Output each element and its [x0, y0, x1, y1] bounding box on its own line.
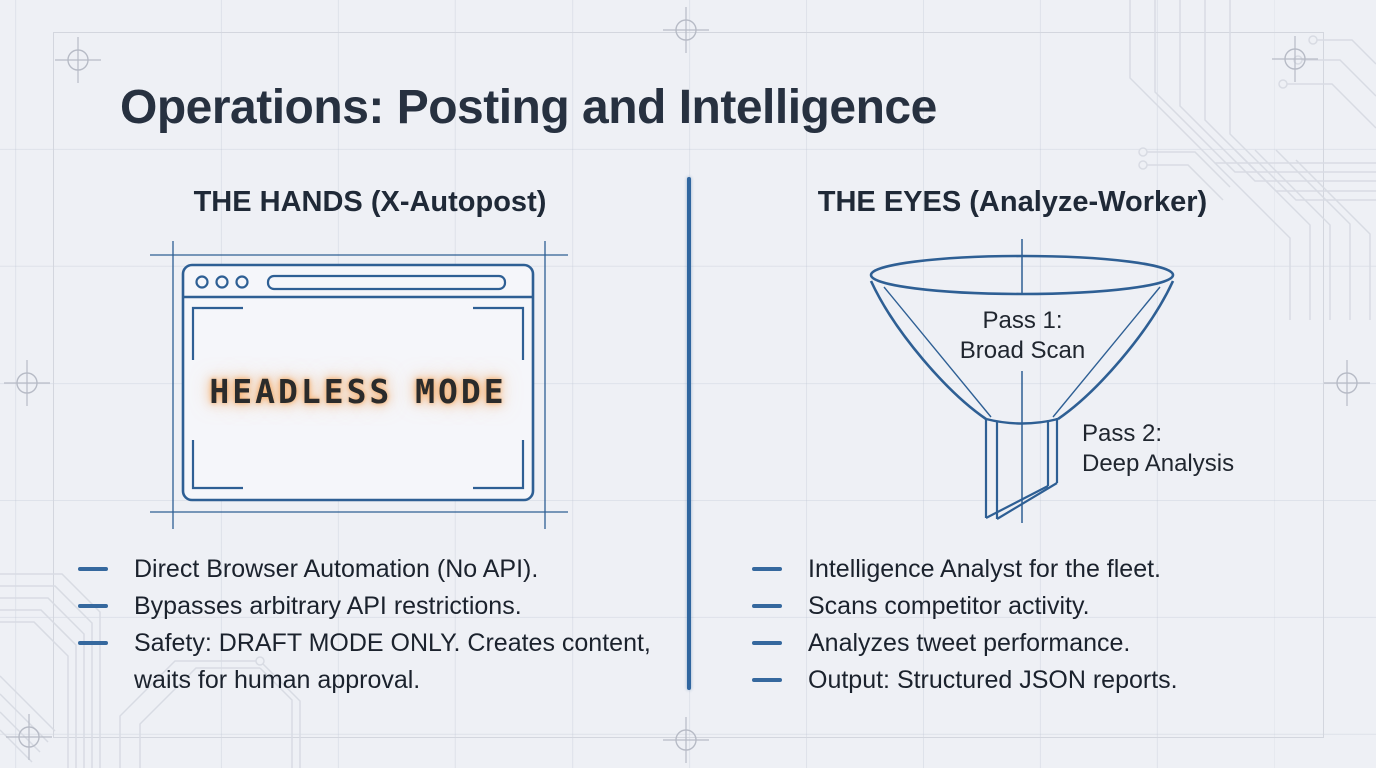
registration-mark-icon: [663, 717, 709, 763]
registration-mark-icon: [55, 37, 101, 83]
funnel-pass1-line2: Broad Scan: [959, 337, 1086, 364]
address-bar-shape: [266, 274, 507, 291]
dash-bullet-marker: [752, 567, 782, 571]
page-border-frame: [53, 32, 1324, 738]
registration-mark-icon: [663, 7, 709, 53]
left-column-heading: THE HANDS (X-Autopost): [193, 186, 547, 218]
funnel-pass2-line2: Deep Analysis: [1082, 450, 1235, 477]
list-item: Analyzes tweet performance.: [752, 625, 1337, 662]
bullet-text: Analyzes tweet performance.: [808, 629, 1131, 657]
dash-bullet-marker: [752, 641, 782, 645]
registration-mark-icon: [1324, 360, 1370, 406]
page-title: Operations: Posting and Intelligence: [120, 81, 937, 134]
list-item: Safety: DRAFT MODE ONLY. Creates content…: [78, 625, 663, 699]
registration-mark-icon: [1272, 36, 1318, 82]
dash-bullet-marker: [78, 567, 108, 571]
list-item: Bypasses arbitrary API restrictions.: [78, 588, 663, 625]
bullet-text: Bypasses arbitrary API restrictions.: [134, 592, 522, 620]
funnel-pass1-line1: Pass 1:: [982, 307, 1063, 334]
bullet-text: Safety: DRAFT MODE ONLY. Creates content…: [134, 629, 651, 694]
funnel-pass1-label: Pass 1: Broad Scan: [900, 306, 1145, 366]
right-bullet-list: Intelligence Analyst for the fleet. Scan…: [752, 551, 1337, 699]
funnel-illustration: [869, 239, 1175, 523]
funnel-pass2-label: Pass 2: Deep Analysis: [1082, 419, 1234, 479]
browser-window-illustration: [150, 241, 568, 529]
dash-bullet-marker: [752, 678, 782, 682]
headless-mode-label: HEADLESS MODE: [209, 372, 507, 411]
registration-mark-icon: [6, 714, 52, 760]
traffic-light-dots: [195, 275, 249, 289]
bullet-text: Intelligence Analyst for the fleet.: [808, 555, 1161, 583]
right-column-heading: THE EYES (Analyze-Worker): [817, 186, 1208, 218]
dash-bullet-marker: [78, 641, 108, 645]
bullet-text: Scans competitor activity.: [808, 592, 1090, 620]
list-item: Direct Browser Automation (No API).: [78, 551, 663, 588]
left-bullet-list: Direct Browser Automation (No API). Bypa…: [78, 551, 663, 699]
list-item: Intelligence Analyst for the fleet.: [752, 551, 1337, 588]
column-divider: [687, 177, 691, 690]
bullet-text: Output: Structured JSON reports.: [808, 666, 1178, 694]
list-item: Scans competitor activity.: [752, 588, 1337, 625]
dash-bullet-marker: [752, 604, 782, 608]
registration-mark-icon: [4, 360, 50, 406]
funnel-pass2-line1: Pass 2:: [1082, 420, 1163, 447]
dash-bullet-marker: [78, 604, 108, 608]
bullet-text: Direct Browser Automation (No API).: [134, 555, 539, 583]
list-item: Output: Structured JSON reports.: [752, 662, 1337, 699]
